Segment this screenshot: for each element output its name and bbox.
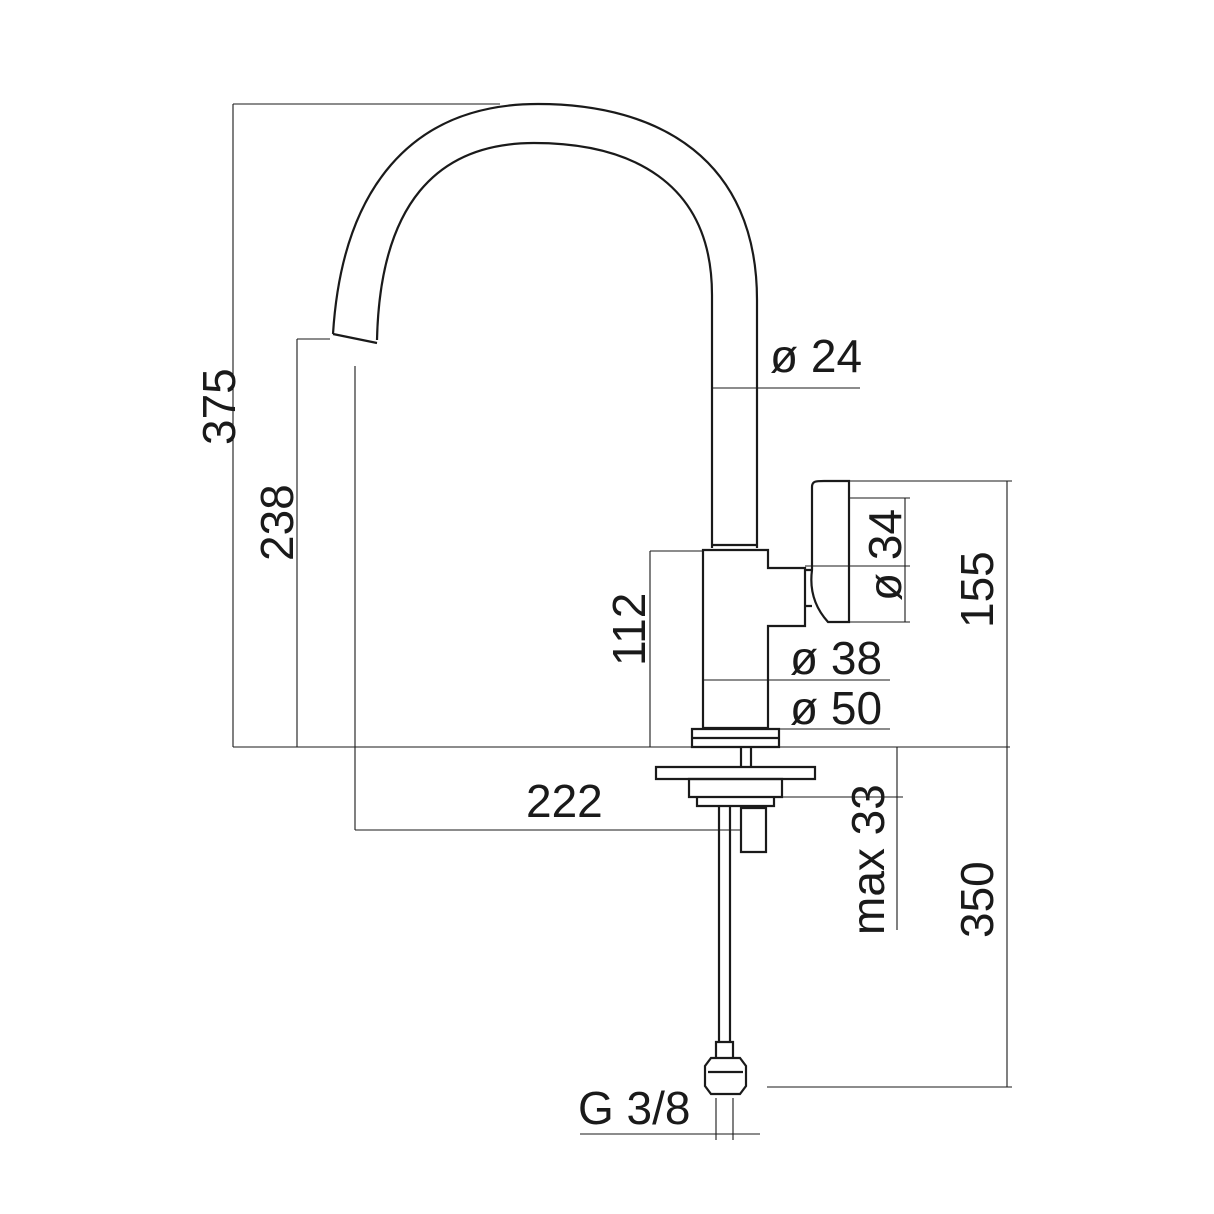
threaded-stud xyxy=(739,748,768,854)
dim-line-body-height xyxy=(649,550,703,747)
fixing-plate xyxy=(654,765,817,781)
flexible-hose xyxy=(717,806,732,1042)
dim-line-connection-thread xyxy=(580,1098,760,1140)
dim-line-total-height xyxy=(232,103,500,747)
dimension-lines xyxy=(232,103,1012,1140)
dim-label-body-diameter: ø 38 xyxy=(790,632,882,684)
dim-label-hose-length: 350 xyxy=(951,861,1003,938)
dim-label-deck-thickness: max 33 xyxy=(842,784,894,935)
dim-label-base-diameter: ø 50 xyxy=(790,682,882,734)
dim-label-connection-thread: G 3/8 xyxy=(578,1082,691,1134)
spout-outer-contour xyxy=(375,141,714,548)
base-ring xyxy=(690,727,781,749)
dim-line-lever-height xyxy=(849,480,1012,747)
spout-inner-contour xyxy=(331,102,759,548)
dim-line-spout-reach xyxy=(354,366,741,831)
dim-label-outlet-height: 238 xyxy=(251,484,303,561)
dim-label-lever-height: 155 xyxy=(951,551,1003,628)
lever-handle xyxy=(810,479,851,624)
hose-hex-nut xyxy=(703,1040,748,1096)
dim-label-total-height: 375 xyxy=(193,368,245,445)
dim-label-handle-diameter: ø 34 xyxy=(859,509,911,601)
dim-line-deck-thickness xyxy=(782,747,903,930)
fixing-nut xyxy=(687,777,784,808)
dim-line-outlet-height xyxy=(296,338,330,747)
dim-line-hose-length xyxy=(767,747,1012,1088)
dim-label-spout-diameter: ø 24 xyxy=(770,330,862,382)
lever-handle-joint xyxy=(805,568,812,608)
dim-label-body-height: 112 xyxy=(603,593,655,666)
spout-outlet-tip xyxy=(332,332,378,345)
faucet-outline xyxy=(331,102,851,1096)
dim-label-spout-reach: 222 xyxy=(526,775,603,827)
dim-line-handle-diameter xyxy=(805,497,910,623)
